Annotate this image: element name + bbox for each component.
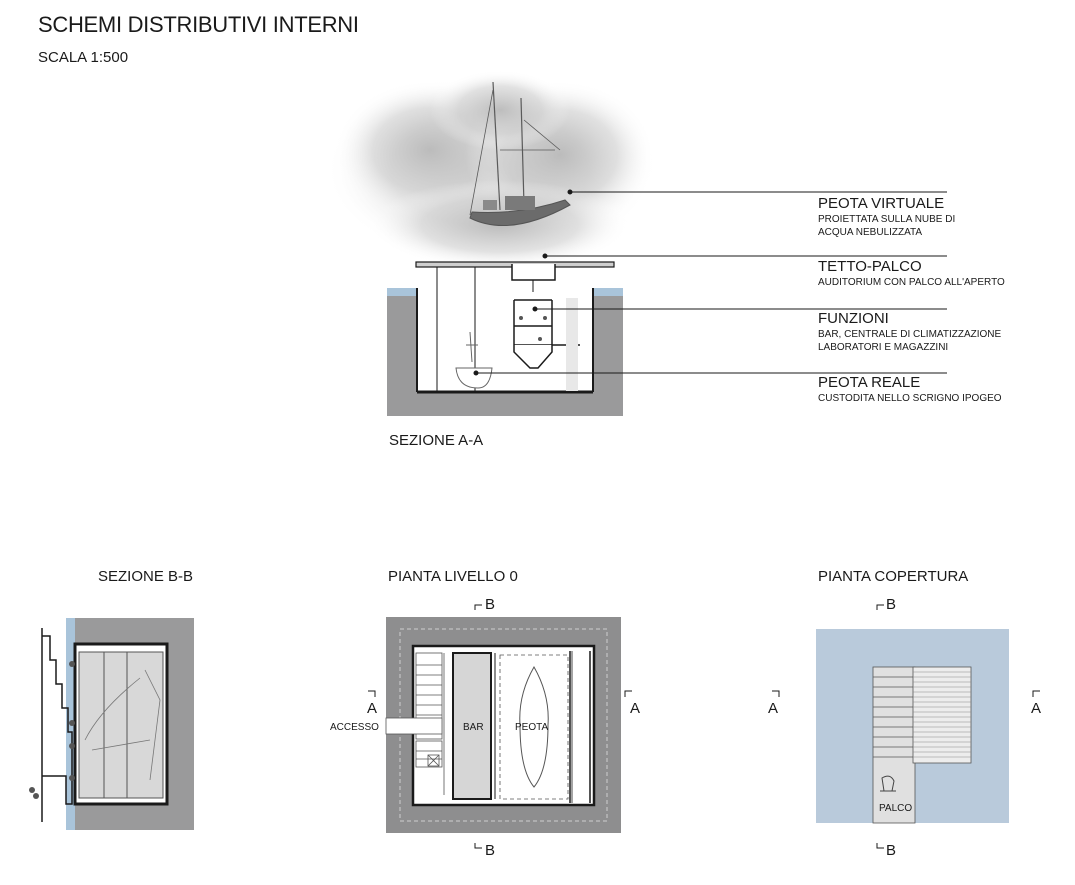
label-peota-virtuale-desc-1: PROIETTATA SULLA NUBE DI (818, 214, 956, 225)
label-peota-virtuale-desc-2: ACQUA NEBULIZZATA (818, 227, 923, 238)
plan-bar-label: BAR (463, 722, 484, 733)
page-title: SCHEMI DISTRIBUTIVI INTERNI (38, 12, 359, 37)
label-peota-reale-title: PEOTA REALE (818, 374, 921, 391)
section-bb-drawing (29, 618, 194, 830)
plan-access-label: ACCESSO (330, 722, 379, 733)
plan-roof-marker-b-top: B (886, 596, 897, 613)
plan-level0-marker-a-left: A (367, 700, 378, 717)
plan-roof-drawing (772, 604, 1040, 849)
label-tetto-palco-title: TETTO-PALCO (818, 258, 922, 275)
virtual-boat-icon (469, 81, 571, 227)
leader-lines (473, 189, 947, 376)
plan-level0-marker-a-right: A (630, 700, 641, 717)
section-bb-caption: SEZIONE B-B (98, 568, 194, 585)
label-funzioni-desc-2: LABORATORI E MAGAZZINI (818, 342, 949, 353)
section-aa-ground (387, 265, 623, 416)
label-funzioni-desc-1: BAR, CENTRALE DI CLIMATIZZAZIONE (818, 329, 1002, 340)
label-tetto-palco-desc-1: AUDITORIUM CON PALCO ALL'APERTO (818, 277, 1005, 288)
plan-peota-label: PEOTA (515, 722, 549, 733)
plan-level0-drawing (368, 604, 632, 849)
mist-cloud (325, 70, 655, 270)
plan-roof-stage-label: PALCO (879, 803, 913, 814)
scale-label: SCALA 1:500 (38, 49, 129, 66)
plan-roof-marker-b-bottom: B (886, 842, 897, 859)
label-peota-virtuale-title: PEOTA VIRTUALE (818, 195, 945, 212)
plan-level0-marker-b-top: B (485, 596, 496, 613)
plan-roof-marker-a-left: A (768, 700, 779, 717)
plan-roof-caption: PIANTA COPERTURA (818, 568, 969, 585)
functions-block (513, 298, 580, 391)
section-aa-caption: SEZIONE A-A (389, 432, 484, 449)
section-aa-drawing (325, 70, 947, 416)
label-funzioni-title: FUNZIONI (818, 310, 889, 327)
plan-level0-marker-b-bottom: B (485, 842, 496, 859)
plan-roof-marker-a-right: A (1031, 700, 1042, 717)
piano-icon (880, 775, 896, 792)
label-peota-reale-desc-1: CUSTODITA NELLO SCRIGNO IPOGEO (818, 393, 1002, 404)
plan-level0-caption: PIANTA LIVELLO 0 (388, 568, 518, 585)
